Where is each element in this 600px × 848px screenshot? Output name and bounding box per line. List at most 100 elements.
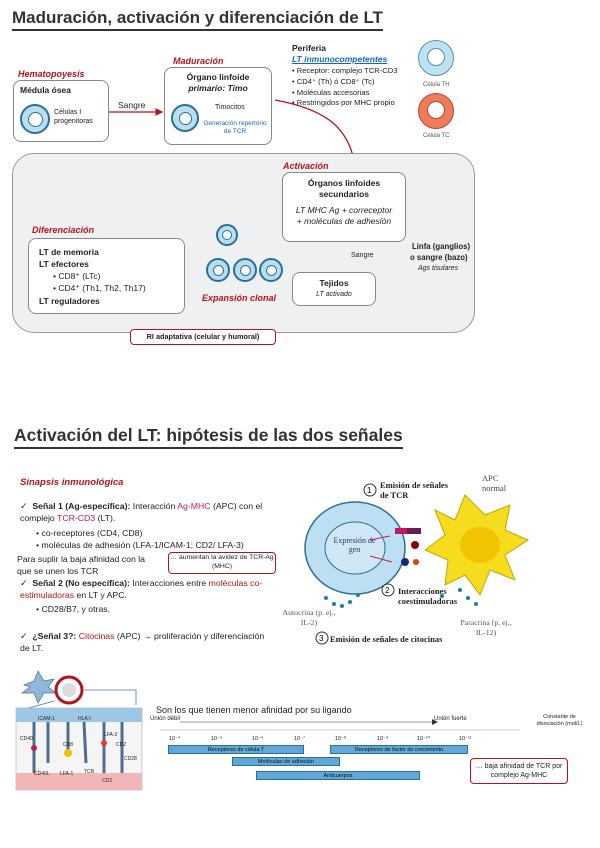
dif-item: • CD8⁺ (LTc) <box>53 271 101 281</box>
timocitos-label: Timocitos <box>215 104 245 111</box>
expansion-label: Expansión clonal <box>202 293 277 303</box>
organos-sec-l2: secundarios <box>318 189 370 199</box>
suplir-l2: que se unen los TCR <box>17 566 99 576</box>
syn-label: ICAM-1 <box>38 716 55 722</box>
tick-label: 10⁻¹¹ <box>459 736 472 742</box>
synapse-figure <box>15 670 143 791</box>
activacion-label: Activación <box>283 161 329 171</box>
diferenciacion-label: Diferenciación <box>32 225 95 235</box>
generacion-label: Generación repertorio de TCR <box>203 120 267 135</box>
linfa-l3: Ags tisulares <box>418 265 459 272</box>
tejidos-sub: LT activado <box>316 291 352 298</box>
tick-label: 10⁻⁴ <box>169 736 181 742</box>
fig-label-3: Emisión de señales de citocinas <box>330 634 443 644</box>
syn-label: CD40L <box>34 771 50 777</box>
th-cell-icon <box>418 40 454 76</box>
celulas-label: Células I progenitoras <box>54 109 93 125</box>
section1-title: Maduración, activación y diferenciación … <box>12 8 383 31</box>
lt-inmuno-label: LT inmunocompetentes <box>292 54 388 64</box>
dif-l3: LT reguladores <box>39 296 100 306</box>
fig-label-autocrina: Autocrina (p. ej., IL-2) <box>282 608 336 627</box>
bar-factor-crecimiento: Receptores de factor de crecimiento <box>330 745 468 754</box>
periferia-item: • CD4⁺ (Th) ó CD8⁺ (Tc) <box>292 76 375 86</box>
fig-label-paracrina: Paracrina (p. ej., IL-12) <box>460 618 512 637</box>
periferia-item: • Receptor: complejo TCR-CD3 <box>292 66 398 75</box>
sinapsis-label: Sinapsis inmunológica <box>20 477 124 488</box>
syn-label: LFA-1 <box>60 771 74 777</box>
syn-label: CD8 <box>63 742 74 748</box>
tick-label: 10⁻⁷ <box>294 736 306 742</box>
syn-label: CD40 <box>20 736 33 742</box>
timocito-cell-icon <box>171 104 199 132</box>
organo-primario-box: Órgano linfoide primario: Timo Timocitos… <box>164 67 272 145</box>
sangre-label: Sangre <box>118 100 146 110</box>
maduracion-label: Maduración <box>173 56 224 66</box>
fig-label-expresion: Expresión de gen <box>333 536 376 554</box>
avidez-box: … aumentan la avidez de TCR-Ag (MHC) <box>168 552 276 574</box>
organo-primario-l2: primario: Timo <box>188 83 248 93</box>
tick-label: 10⁻⁹ <box>377 736 389 742</box>
periferia-item: • Restringidos por MHC propio <box>292 98 395 108</box>
fig-label-2: Interacciones coestimuladoras <box>398 586 458 606</box>
senal-1: ✓ Señal 1 (Ag-específica): Interacción A… <box>20 501 263 523</box>
syn-label: CD28 <box>124 756 137 762</box>
diferenciacion-box: LT de memoria LT efectores • CD8⁺ (LTc) … <box>28 238 185 314</box>
syn-label: LFA-3 <box>104 732 118 738</box>
two-signals-figure: 1 2 3 <box>304 483 530 645</box>
union-fuerte-label: Unión fuerte <box>434 716 467 722</box>
organo-primario-l1: Órgano linfoide <box>186 72 250 82</box>
bar-receptores-t: Receptores de célula T <box>168 745 304 754</box>
tejidos-box: Tejidos LT activado <box>292 272 376 306</box>
ri-adaptativa-box: RI adaptativa (celular y humoral) <box>130 329 276 345</box>
syn-label: HLA-I <box>78 716 91 722</box>
tick-label: 10⁻¹⁰ <box>417 736 431 742</box>
periferia-item: • Moléculas accesorias <box>292 87 370 97</box>
constante-label: Constante de disociación (mol/L) <box>536 714 583 727</box>
organos-sec-l1: Órganos linfoides <box>307 178 381 188</box>
tick-label: 10⁻⁸ <box>335 736 347 742</box>
svg-text:3: 3 <box>319 634 324 643</box>
organos-sec-box: Órganos linfoides secundarios LT MHC Ag … <box>282 172 406 242</box>
progenitor-cell-icon <box>20 104 50 134</box>
s1-item: • moléculas de adhesión (LFA-1/ICAM-1; C… <box>36 540 244 550</box>
section2-title: Activación del LT: hipótesis de las dos … <box>14 425 403 449</box>
syn-label: CD2 <box>102 778 113 784</box>
tick-label: 10⁻⁶ <box>252 736 264 742</box>
svg-text:2: 2 <box>385 586 390 595</box>
clonal-cell-icon <box>206 258 230 282</box>
medula-osea-box: Médula ósea Células I progenitoras <box>13 80 109 142</box>
svg-text:1: 1 <box>367 486 372 495</box>
fig-label-1: Emisión de señales de TCR <box>380 480 449 500</box>
syn-label: TCR <box>84 769 95 775</box>
celula-tc-label: Célula TC <box>423 133 450 139</box>
union-debil-label: Unión débil <box>150 716 181 722</box>
clonal-cell-icon <box>259 258 283 282</box>
dif-l1: LT de memoria <box>39 247 99 257</box>
tejidos-title: Tejidos <box>319 278 349 288</box>
bar-anticuerpos: Anticuerpos <box>256 771 420 780</box>
clonal-cell-icon <box>216 224 238 246</box>
periferia-label: Periferia <box>292 43 327 53</box>
baja-afinidad-box: … baja afinidad de TCR por complejo Ag-M… <box>470 758 568 784</box>
tick-label: 10⁻⁵ <box>211 736 223 742</box>
senal-3: ✓ ¿Señal 3?: Citocinas (APC) → prolifera… <box>20 631 265 653</box>
fig-label-apc: APC normal <box>482 473 507 493</box>
afinidad-title: Son los que tienen menor afinidad por su… <box>156 705 352 715</box>
medula-title: Médula ósea <box>20 85 72 95</box>
organos-sec-l3: LT MHC Ag + correceptor <box>295 205 393 215</box>
sangre-label-2: Sangre <box>351 252 374 259</box>
organos-sec-l4: + moléculas de adhesión <box>296 216 392 226</box>
periferia-list: • Receptor: complejo TCR-CD3 • CD4⁺ (Th)… <box>292 66 398 109</box>
syn-label: CD2 <box>116 742 127 748</box>
linfa-l2: o sangre (bazo) <box>410 253 468 262</box>
dif-l2: LT efectores <box>39 259 89 269</box>
s1-item: • co-receptores (CD4, CD8) <box>36 528 143 538</box>
clonal-cell-icon <box>233 258 257 282</box>
linfa-l1: Linfa (ganglios) <box>412 242 471 251</box>
hematopoyesis-label: Hematopoyesis <box>18 69 85 79</box>
bar-adhesion: Moléculas de adhesión <box>232 757 340 766</box>
celula-th-label: Célula TH <box>423 82 450 88</box>
suplir-l1: Para suplir la baja afinidad con la <box>17 554 145 564</box>
s2-item: • CD28/B7, y otras. <box>36 604 111 614</box>
senal-2: ✓ Señal 2 (No específica): Interacciones… <box>20 578 263 600</box>
